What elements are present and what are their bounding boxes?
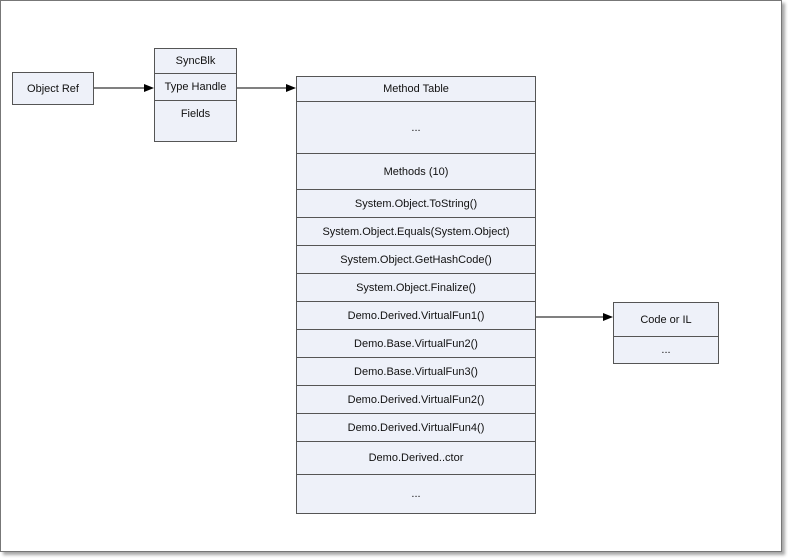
method-row: System.Object.GetHashCode() xyxy=(297,246,535,274)
field-fields: Fields xyxy=(155,101,236,141)
method-row: Demo.Derived.VirtualFun1() xyxy=(297,302,535,330)
field-type-handle: Type Handle xyxy=(155,74,236,101)
object-ref-label: Object Ref xyxy=(13,73,93,104)
object-instance-box: SyncBlk Type Handle Fields xyxy=(154,48,237,142)
code-box: Code or IL ... xyxy=(613,302,719,364)
method-table-box: Method Table ... Methods (10) System.Obj… xyxy=(296,76,536,514)
method-row: Demo.Derived.VirtualFun2() xyxy=(297,386,535,414)
object-ref-box: Object Ref xyxy=(12,72,94,105)
method-row: System.Object.Equals(System.Object) xyxy=(297,218,535,246)
code-ellipsis: ... xyxy=(614,337,718,363)
method-row: Demo.Derived..ctor xyxy=(297,442,535,475)
method-row: System.Object.Finalize() xyxy=(297,274,535,302)
method-row: System.Object.ToString() xyxy=(297,190,535,218)
method-row: Demo.Base.VirtualFun2() xyxy=(297,330,535,358)
method-table-ellipsis-bottom: ... xyxy=(297,475,535,513)
methods-header: Methods (10) xyxy=(297,154,535,190)
method-table-ellipsis-top: ... xyxy=(297,102,535,154)
method-row: Demo.Base.VirtualFun3() xyxy=(297,358,535,386)
method-table-title: Method Table xyxy=(297,77,535,102)
method-row: Demo.Derived.VirtualFun4() xyxy=(297,414,535,442)
field-syncblk: SyncBlk xyxy=(155,49,236,74)
code-title: Code or IL xyxy=(614,303,718,337)
